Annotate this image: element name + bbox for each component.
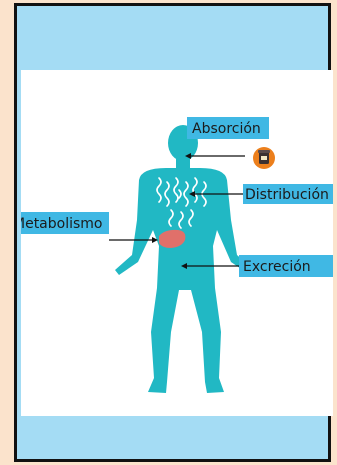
excretion-label: Excreción (243, 259, 311, 275)
absorption-label: Absorción (192, 121, 261, 137)
metabolism-label: Metabolismo (21, 216, 103, 232)
pill-bottle-icon (253, 147, 275, 169)
diagram-panel: Absorción Distribución Metabolismo Excre… (21, 70, 333, 416)
poster-frame: Absorción Distribución Metabolismo Excre… (14, 3, 331, 462)
human-body-silhouette (115, 125, 254, 393)
distribution-label: Distribución (245, 187, 329, 203)
pharmacokinetics-diagram: Absorción Distribución Metabolismo Excre… (21, 70, 333, 416)
